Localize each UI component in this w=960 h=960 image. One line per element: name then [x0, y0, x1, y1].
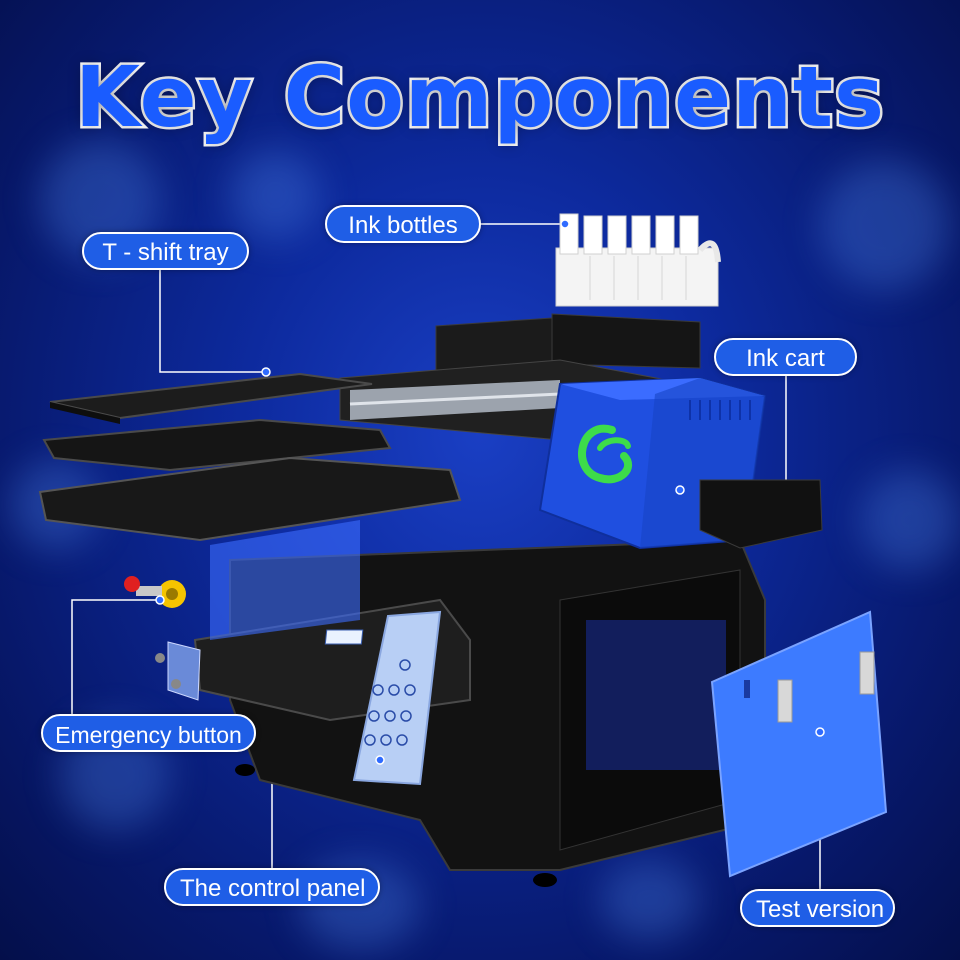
pointer-dots	[155, 219, 825, 765]
bokeh-light	[600, 860, 700, 940]
emergency-stop-icon	[124, 576, 186, 608]
page-title: Key Components	[72, 46, 886, 149]
control-panel-illustration	[324, 610, 442, 786]
label-emergency-button: Emergency button	[41, 714, 256, 752]
bokeh-light	[860, 470, 960, 570]
t-shift-tray-illustration	[38, 372, 462, 542]
ink-bottles-illustration	[555, 213, 721, 307]
label-t-shift-tray: T - shift tray	[82, 232, 249, 270]
side-panel	[210, 520, 360, 640]
label-ink-bottles: Ink bottles	[325, 205, 481, 243]
label-control-panel: The control panel	[164, 868, 380, 906]
connector-plate	[155, 641, 201, 701]
bokeh-light	[820, 160, 950, 290]
test-version-illustration	[710, 610, 888, 878]
printer-logo-icon	[578, 424, 633, 484]
label-test-version: Test version	[740, 889, 895, 927]
ink-cart-illustration	[538, 376, 823, 550]
label-ink-cart: Ink cart	[714, 338, 857, 376]
bokeh-light	[230, 150, 320, 240]
